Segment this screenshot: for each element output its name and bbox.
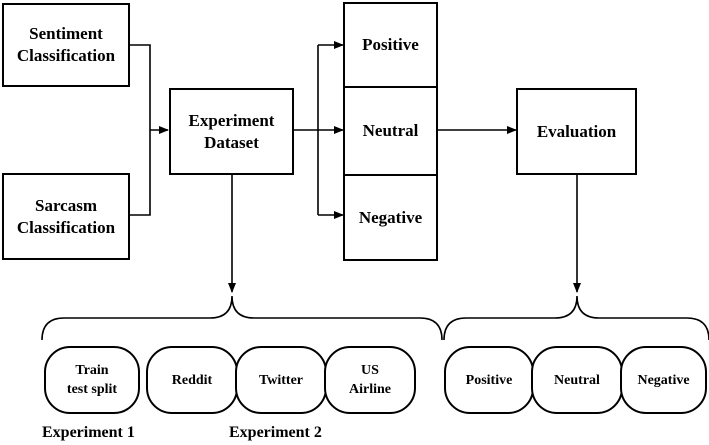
- evaluation-brace: [443, 295, 709, 341]
- us-airline-pill: US Airline: [324, 346, 416, 414]
- sentiment-classification-box: Sentiment Classification: [2, 3, 130, 87]
- evaluation-box: Evaluation: [516, 88, 637, 175]
- twitter-pill: Twitter: [235, 346, 327, 414]
- experiment-1-label: Experiment 1: [42, 424, 135, 441]
- reddit-pill: Reddit: [146, 346, 238, 414]
- train-test-split-pill: Train test split: [44, 346, 140, 414]
- eval-negative-pill: Negative: [620, 346, 707, 414]
- positive-box: Positive: [343, 2, 438, 88]
- eval-positive-pill: Positive: [444, 346, 534, 414]
- sarcasm-classification-box: Sarcasm Classification: [2, 173, 130, 260]
- neutral-box: Neutral: [343, 86, 438, 176]
- experiment-dataset-box: Experiment Dataset: [169, 88, 294, 175]
- negative-box: Negative: [343, 174, 438, 261]
- sentiment-connector: [130, 44, 151, 130]
- eval-neutral-pill: Neutral: [531, 346, 623, 414]
- experiment-brace: [41, 295, 443, 341]
- experiment-2-label: Experiment 2: [229, 424, 322, 441]
- sarcasm-connector: [130, 130, 151, 216]
